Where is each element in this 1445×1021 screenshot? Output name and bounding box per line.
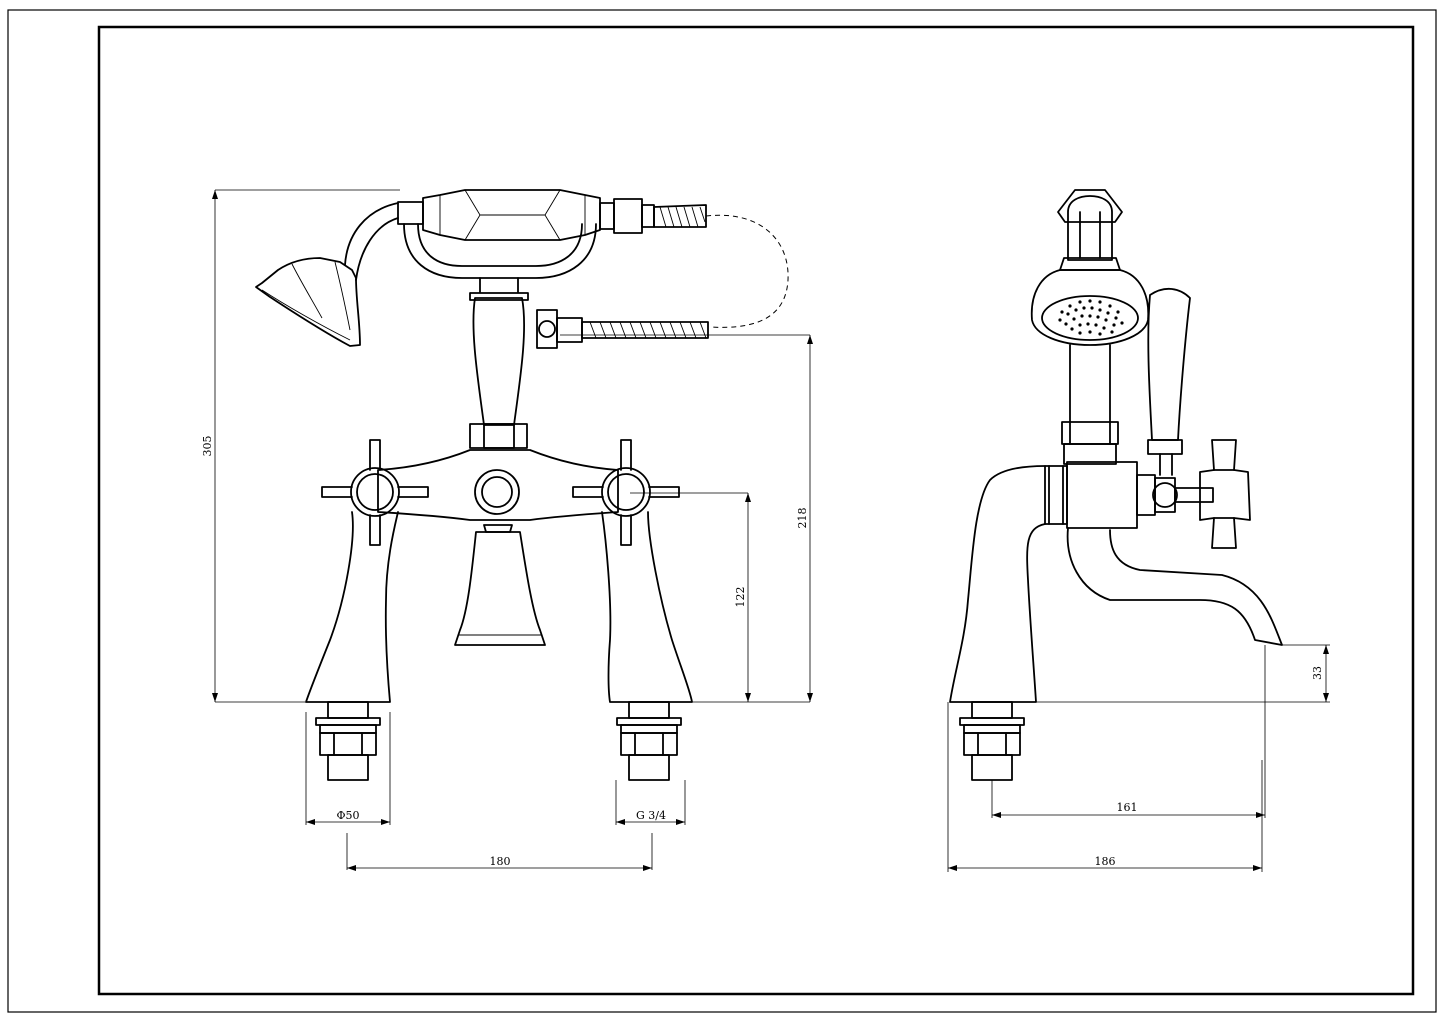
dim-overall-depth: 186 bbox=[1095, 855, 1116, 868]
front-handset bbox=[397, 189, 655, 241]
front-right-handle bbox=[572, 439, 680, 546]
front-shower-head bbox=[255, 202, 399, 347]
front-hose-top bbox=[653, 204, 789, 328]
front-cradle bbox=[403, 223, 597, 279]
front-body bbox=[377, 449, 619, 533]
dim-base-diameter: Φ50 bbox=[336, 809, 359, 822]
side-cradle bbox=[1057, 189, 1123, 271]
dim-spout-clearance: 33 bbox=[1311, 666, 1324, 680]
side-dimensions bbox=[947, 644, 1330, 872]
side-cross-handle bbox=[1199, 439, 1251, 549]
dim-spout-reach: 161 bbox=[1117, 801, 1138, 814]
side-lever bbox=[1147, 288, 1191, 476]
side-view: 161 186 33 bbox=[947, 189, 1330, 872]
front-dimensions bbox=[212, 189, 813, 871]
front-diverter-column bbox=[469, 292, 709, 449]
side-valve-block bbox=[1044, 461, 1214, 529]
dim-overall-height: 305 bbox=[201, 436, 214, 457]
side-column bbox=[1069, 344, 1111, 423]
side-fitting bbox=[959, 701, 1025, 781]
front-left-leg bbox=[305, 511, 399, 703]
dim-inlet-height: 218 bbox=[796, 508, 809, 529]
front-right-fitting bbox=[616, 701, 682, 781]
side-body bbox=[949, 465, 1046, 703]
side-spout bbox=[1066, 527, 1283, 646]
front-left-handle bbox=[321, 439, 429, 546]
front-view: 305 218 122 Φ50 G 3/4 180 bbox=[201, 189, 813, 871]
front-spout bbox=[454, 531, 546, 646]
dim-valve-height: 122 bbox=[734, 587, 747, 608]
dim-thread-size: G 3/4 bbox=[636, 809, 666, 822]
dim-center-distance: 180 bbox=[490, 855, 511, 868]
front-right-leg bbox=[601, 511, 693, 703]
side-shower-face bbox=[1030, 269, 1150, 346]
front-left-fitting bbox=[315, 701, 381, 781]
inner-frame bbox=[97, 25, 1415, 996]
outer-frame bbox=[7, 9, 1437, 1013]
